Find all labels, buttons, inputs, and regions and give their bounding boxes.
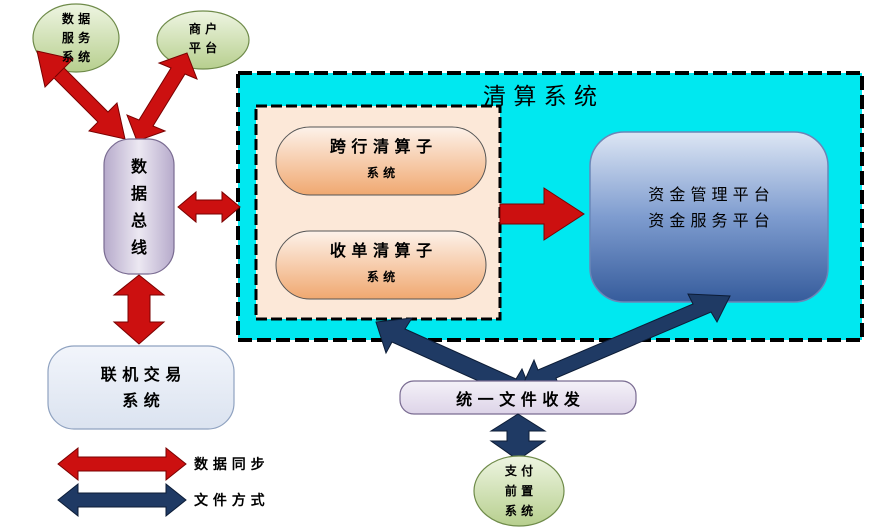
arrow-bus-merchant <box>126 52 198 142</box>
data-bus-cylinder <box>103 138 175 275</box>
arrow-to-platform <box>499 187 585 241</box>
merchant-platform-oval <box>156 10 250 70</box>
data-service-label: 数 据 服 务 系 统 <box>61 11 91 64</box>
legend-file-mode-arrow <box>57 482 187 518</box>
merchant-platform-label: 商 户 平 台 <box>188 22 218 55</box>
payment-front-label: 支 付 前 置 系 统 <box>504 464 534 518</box>
payment-front-oval <box>473 455 565 527</box>
arrow-bus-clearing <box>177 190 241 224</box>
acquiring-clearing-sub: 系 统 <box>366 269 396 284</box>
acquiring-clearing-title: 收 单 清 算 子 <box>329 241 433 260</box>
clearing-system-title: 清 算 系 统 <box>483 84 597 110</box>
arrow-bus-online <box>112 274 166 345</box>
arrow-file-payment <box>489 413 547 461</box>
legend-data-sync-arrow <box>57 446 187 482</box>
online-trading-box <box>47 345 235 430</box>
interbank-clearing-sub: 系 统 <box>366 165 396 180</box>
interbank-clearing-pill <box>275 126 487 196</box>
legend-data-sync-label: 数 据 同 步 <box>194 457 265 473</box>
arrow-bus-data-service <box>36 50 126 140</box>
data-bus-label: 数 据 总 线 <box>130 157 147 257</box>
fund-platform-label: 资 金 管 理 平 台 资 金 服 务 平 台 <box>648 185 770 230</box>
interbank-clearing-title: 跨 行 清 算 子 <box>329 137 433 156</box>
online-trading-label: 联 机 交 易 系 统 <box>100 365 182 410</box>
unified-file-label: 统 一 文 件 收 发 <box>456 389 580 409</box>
legend-file-mode-label: 文 件 方 式 <box>194 493 265 509</box>
acquiring-clearing-pill <box>275 230 487 300</box>
